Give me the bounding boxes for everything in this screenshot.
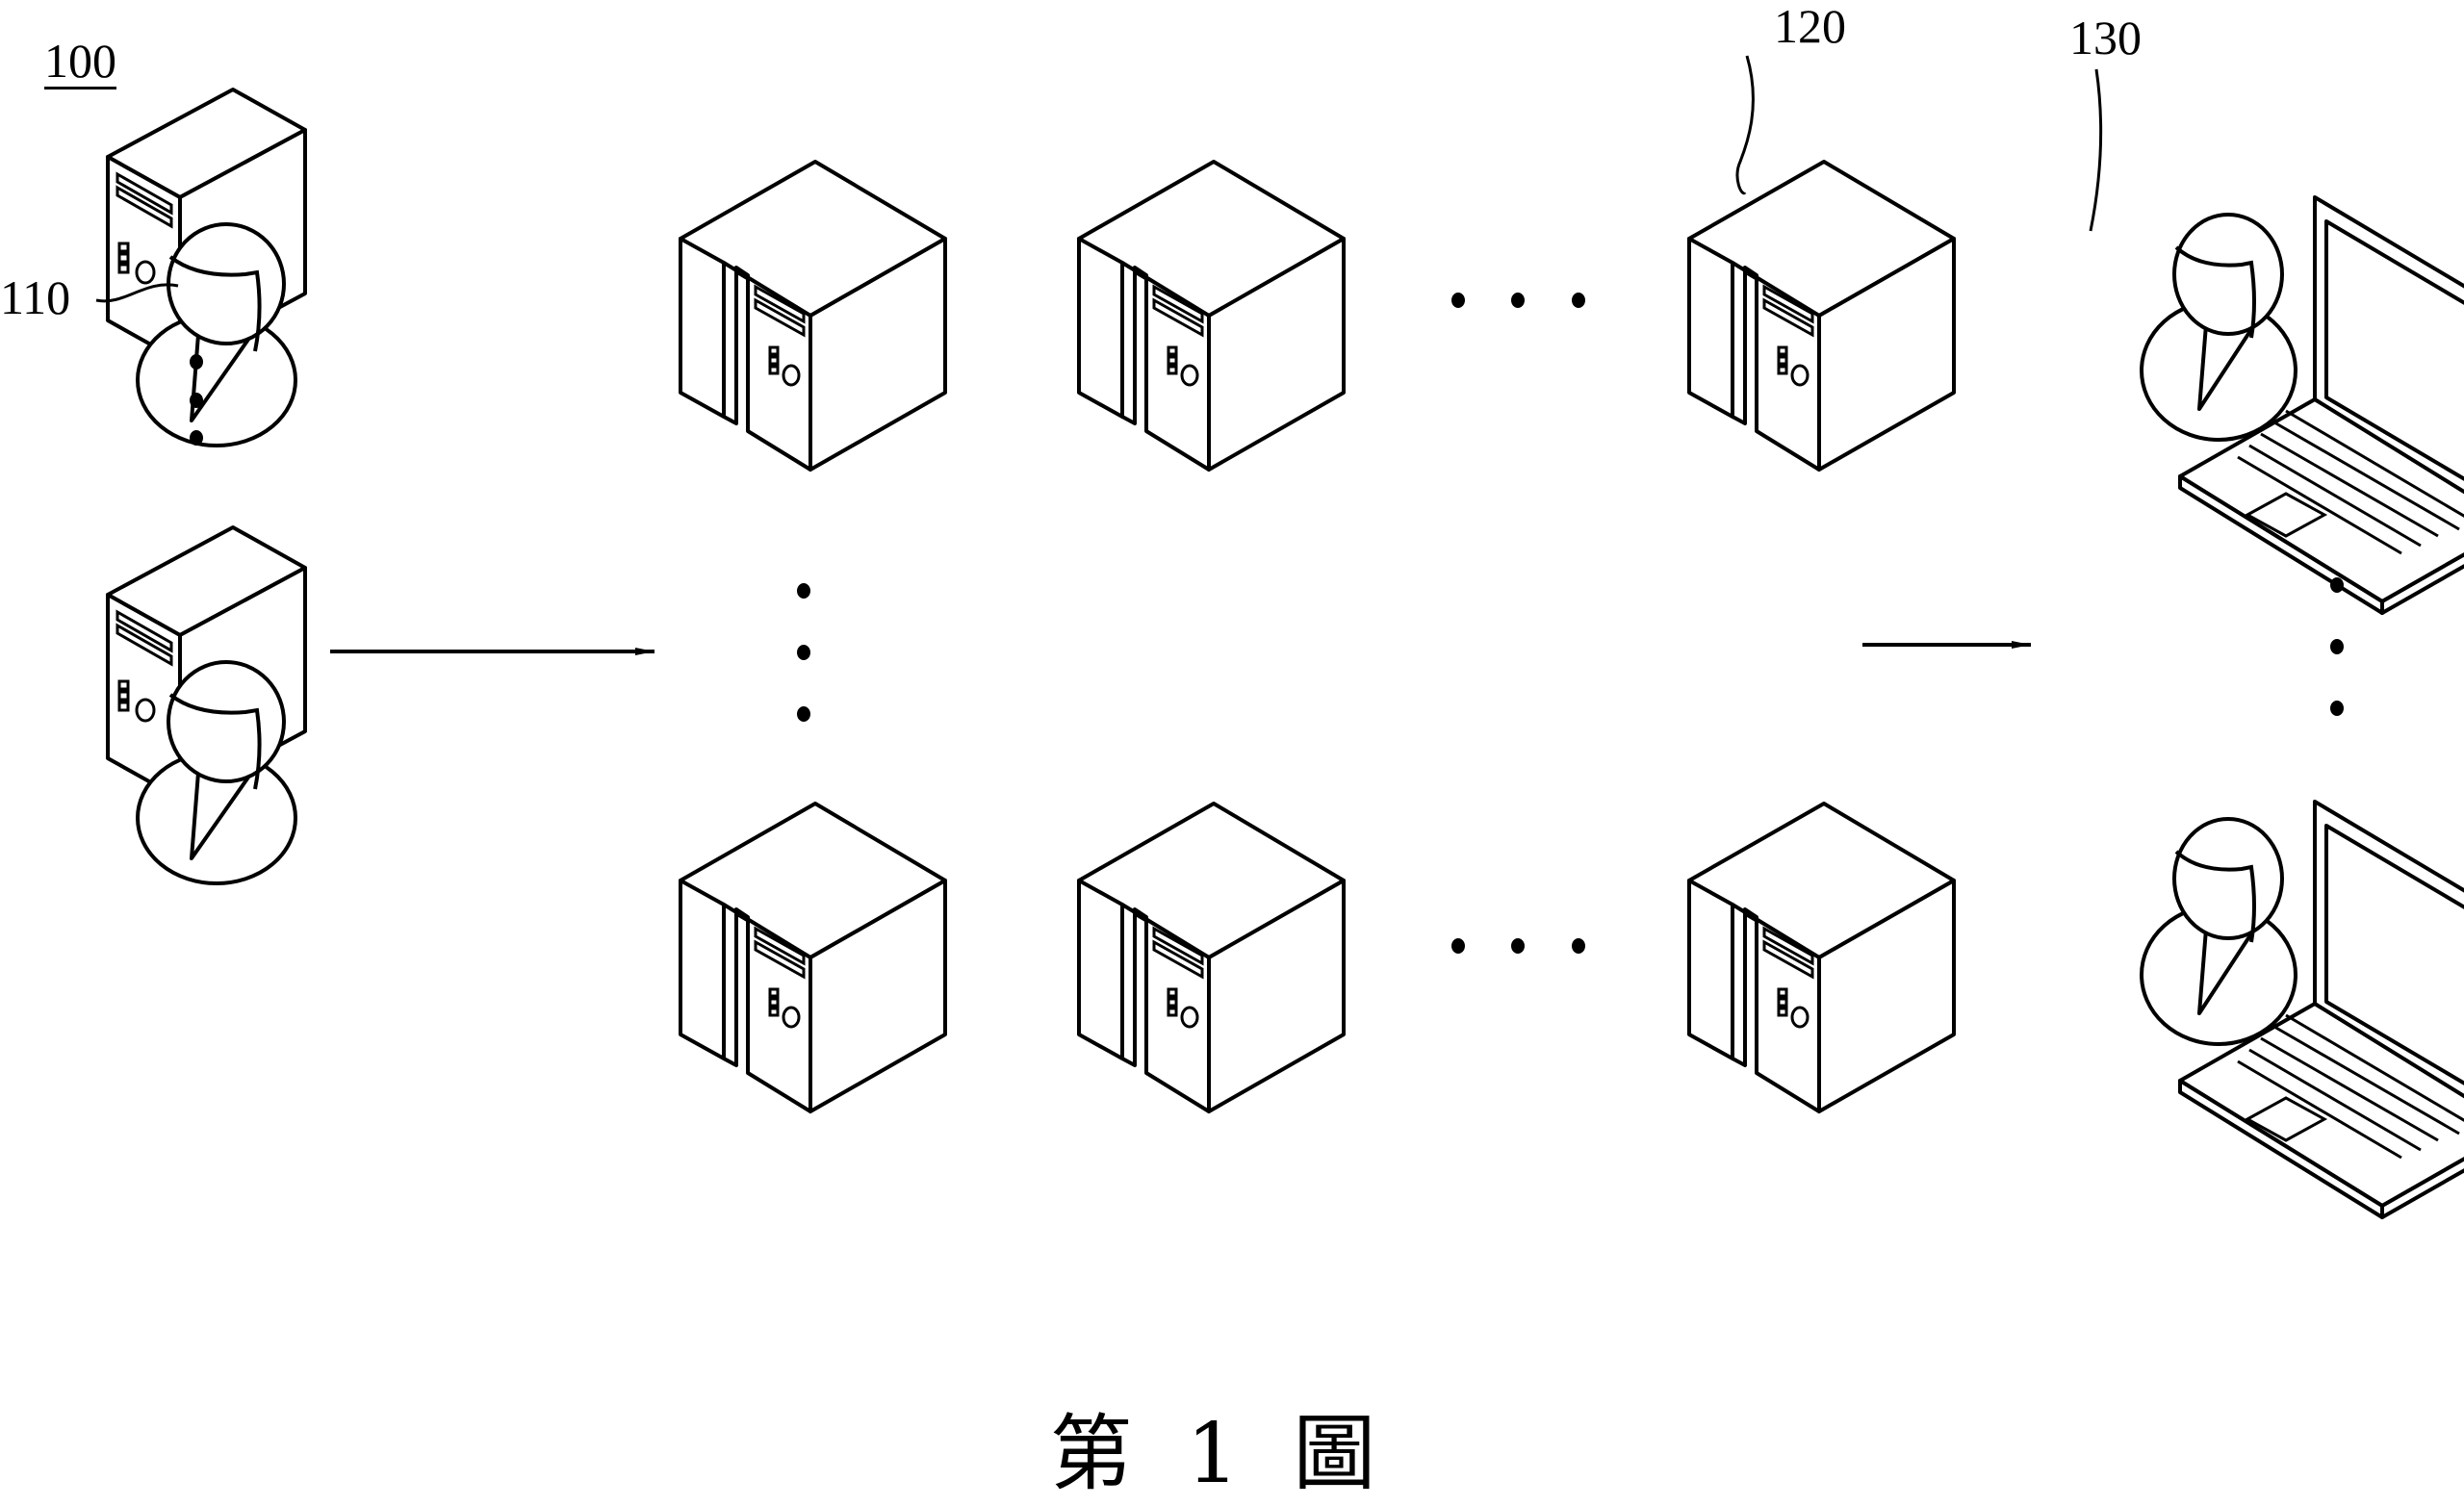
system-reference-label: 100 [44, 34, 116, 88]
end-user-node-bottom [2140, 800, 2464, 1219]
client-ellipsis [190, 354, 203, 446]
caption-number: 1 [1186, 1406, 1278, 1502]
server-icon [1077, 802, 1346, 1113]
leader-line-130 [2089, 68, 2103, 232]
servers-reference-label: 120 [1774, 0, 1846, 53]
client-node-bottom [106, 525, 307, 885]
server-icon [1687, 160, 1956, 472]
server-row-bottom [679, 802, 1956, 1113]
leader-line-110 [95, 283, 179, 303]
server-icon [1077, 160, 1346, 472]
end-users-reference-label: 130 [2069, 11, 2142, 64]
laptop-user-icon [2140, 195, 2464, 615]
server-ellipsis-top [1451, 293, 1585, 308]
end-user-ellipsis [2330, 577, 2344, 716]
caption-prefix: 第 [1049, 1406, 1171, 1502]
server-icon [1687, 802, 1956, 1113]
client-node-top [106, 88, 307, 447]
server-ellipsis-bottom [1451, 938, 1585, 954]
server-ellipsis-vertical [797, 583, 810, 722]
caption-suffix: 圖 [1293, 1406, 1415, 1502]
leader-line-120 [1735, 55, 1755, 195]
server-icon [679, 160, 947, 472]
end-user-node-top [2140, 195, 2464, 615]
server-icon [679, 802, 947, 1113]
laptop-user-icon [2140, 800, 2464, 1219]
server-row-top [679, 160, 1956, 472]
clients-reference-label: 110 [0, 270, 71, 324]
